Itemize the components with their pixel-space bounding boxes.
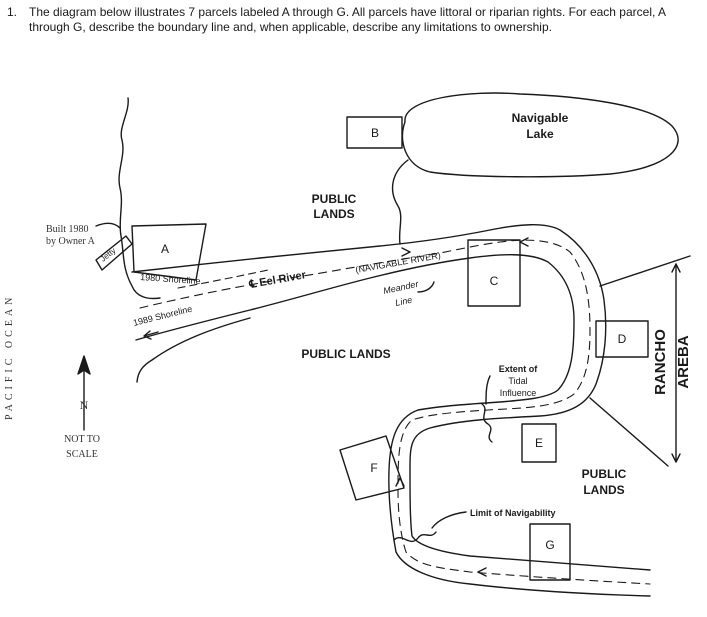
lake-outlet-stream <box>391 159 409 245</box>
tidal-label-line-2: Tidal <box>508 376 527 386</box>
parcel-e-label: E <box>535 436 543 450</box>
parcel-f-label: F <box>370 461 377 475</box>
built-note-line-1: Built 1980 <box>46 224 89 235</box>
north-label: N <box>80 398 89 412</box>
parcel-d-outline <box>595 320 649 358</box>
rancho-dimension-line <box>671 263 681 463</box>
parcel-f-outline <box>339 435 405 501</box>
meander-arrow <box>417 281 435 293</box>
north-arrow-head <box>77 355 91 375</box>
limit-pointer <box>431 511 467 529</box>
tidal-label-line-1: Extent of <box>499 364 539 374</box>
parcel-b-outline <box>346 116 403 149</box>
jetty-shape <box>95 235 133 271</box>
question-number: 1. <box>7 5 18 19</box>
river-name-label: ℄ Eel River <box>247 269 307 291</box>
public-lands-bottom-line-2: LANDS <box>583 483 624 497</box>
built-arrow <box>95 222 121 229</box>
parcel-g-outline <box>529 523 571 581</box>
flow-arrow-3 <box>395 477 405 487</box>
shoreline-1989-arrow <box>143 330 159 340</box>
ocean-label: PACIFIC OCEAN <box>4 294 15 420</box>
tidal-wave <box>481 403 493 443</box>
public-lands-mid: PUBLIC LANDS <box>301 347 390 361</box>
question-text: The diagram below illustrates 7 parcels … <box>29 5 666 34</box>
public-lands-top-line-1: PUBLIC <box>312 192 357 206</box>
rancho-label-line-2: AREBA <box>675 335 692 389</box>
limit-wave <box>393 531 437 543</box>
parcel-c-outline <box>467 239 521 307</box>
shoreline-1980-label: 1980 Shoreline <box>140 272 201 286</box>
parcel-b-label: B <box>371 126 379 140</box>
public-lands-top-line-2: LANDS <box>313 207 354 221</box>
tidal-pointer <box>485 375 491 405</box>
lake-label-line-1: Navigable <box>512 111 569 125</box>
parcel-g-label: G <box>545 538 554 552</box>
flow-arrow-1 <box>401 247 411 257</box>
river-centerline <box>139 239 651 585</box>
rancho-boundary-upper <box>599 255 691 287</box>
parcel-d-label: D <box>618 332 627 346</box>
built-note-line-2: by Owner A <box>46 236 96 247</box>
parcel-c-label: C <box>490 274 499 288</box>
flow-arrow-4 <box>477 567 487 577</box>
public-lands-bottom-line-1: PUBLIC <box>582 467 627 481</box>
jetty-label: Jetty <box>99 246 118 264</box>
tidal-label-line-3: Influence <box>500 388 537 398</box>
scale-label-line-1: NOT TO <box>64 434 100 445</box>
flow-arrow-2 <box>519 237 529 247</box>
parcel-a-outline <box>131 223 207 281</box>
lake-label-line-2: Lake <box>526 127 554 141</box>
coastline-lower <box>136 317 251 383</box>
limit-navigability-label: Limit of Navigability <box>470 508 556 518</box>
coastline-upper <box>118 97 161 300</box>
river-bank-south <box>135 254 651 597</box>
rancho-label-line-1: RANCHO <box>652 329 669 395</box>
meander-line-label-2: Line <box>394 295 413 308</box>
parcel-e-outline <box>521 423 557 463</box>
scale-label-line-2: SCALE <box>66 449 98 460</box>
parcel-a-label: A <box>161 242 169 256</box>
meander-line-label-1: Meander <box>382 279 420 296</box>
lake-outline <box>401 92 679 178</box>
river-bank-north <box>131 224 651 571</box>
rancho-boundary-lower <box>589 397 669 467</box>
